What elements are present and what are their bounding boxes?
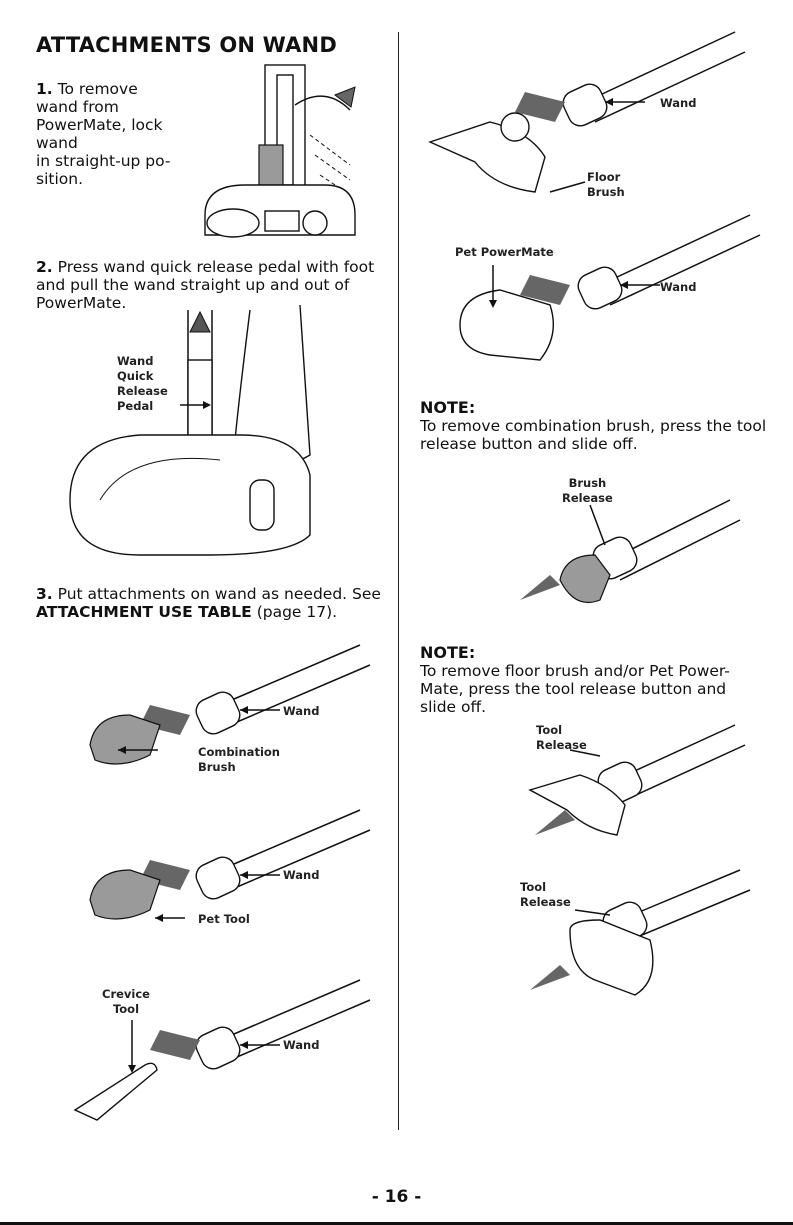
page-number: - 16 -	[371, 1187, 422, 1207]
wand-label: Wand	[660, 280, 697, 294]
step1-text: 1. To remove wand from PowerMate, lock w…	[36, 80, 171, 188]
pet-powermate-label: Pet PowerMate	[455, 245, 554, 259]
wand-label: Wand	[283, 868, 320, 882]
pet-powermate-illustration	[459, 214, 761, 361]
bottom-rule	[0, 1222, 793, 1225]
pet-tool-label: Pet Tool	[198, 912, 250, 926]
combination-brush-illustration	[89, 644, 371, 765]
wand-label: Wand	[283, 1038, 320, 1052]
brush-release-label: Brush Release	[562, 476, 613, 505]
upright-vacuum-illustration	[204, 64, 356, 238]
tool-release-label: Tool Release	[520, 880, 571, 909]
note2-text: To remove floor brush and/or Pet Power- …	[420, 662, 730, 716]
step3-text: 3. Put attachments on wand as needed. Se…	[36, 585, 381, 621]
tool-release-label: Tool Release	[536, 723, 587, 752]
floor-brush-label: Floor Brush	[587, 170, 625, 199]
wand-quick-release-pedal-label: Wand Quick Release Pedal	[117, 354, 168, 413]
column-divider	[398, 32, 399, 1130]
step2-text: 2. Press wand quick release pedal with f…	[36, 258, 375, 312]
wand-label: Wand	[660, 96, 697, 110]
page-title: ATTACHMENTS ON WAND	[36, 33, 337, 57]
pet-powermate-release-illustration	[530, 869, 751, 996]
floor-brush-release-illustration	[528, 724, 746, 836]
pet-tool-illustration	[89, 809, 371, 922]
combination-brush-label: Combination Brush	[198, 745, 280, 774]
note2-heading: NOTE:	[420, 643, 476, 662]
brush-release-illustration	[520, 499, 741, 604]
crevice-tool-label: Crevice Tool	[102, 987, 150, 1016]
note1-heading: NOTE:	[420, 398, 476, 417]
crevice-tool-illustration	[73, 979, 371, 1121]
pedal-release-illustration	[69, 304, 311, 556]
note1-text: To remove combination brush, press the t…	[420, 417, 767, 453]
wand-label: Wand	[283, 704, 320, 718]
floor-brush-illustration	[428, 31, 746, 193]
